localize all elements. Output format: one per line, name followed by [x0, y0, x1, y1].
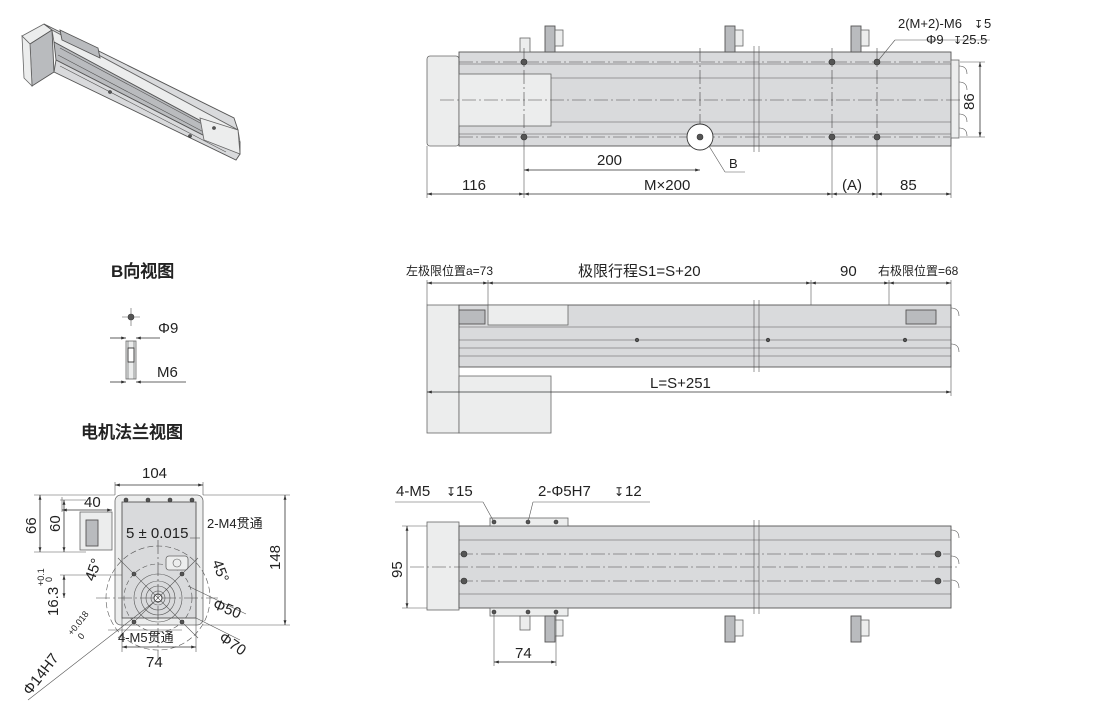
dim-m-200: M×200	[644, 177, 690, 194]
note-m5-flange: 4-M5贯通	[118, 630, 174, 645]
sensor-bracket	[519, 25, 870, 53]
tol-16-3-up: +0.1	[36, 568, 46, 586]
dim-40: 40	[84, 494, 101, 511]
dim-phi70: Φ70	[216, 629, 249, 659]
note-m5: 4-M5	[396, 483, 430, 500]
bottom-view: 4-M5 ↧ 15 2-Φ5H7 ↧ 12 95 74	[389, 483, 960, 666]
hole-depth2: 25.5	[962, 32, 987, 47]
b-view-title: B向视图	[111, 261, 174, 281]
dim-5: 5 ± 0.015	[126, 525, 188, 542]
note-pin-depth: 12	[625, 483, 642, 500]
dim-104: 104	[142, 465, 167, 482]
depth-symbol: ↧	[446, 485, 456, 499]
dim-200: 200	[597, 152, 622, 169]
label-b: B	[729, 156, 738, 171]
tol-16-3-low: 0	[44, 577, 54, 582]
right-limit: 右极限位置=68	[878, 263, 959, 278]
stroke-label: 极限行程S1=S+20	[578, 263, 701, 280]
depth-symbol: ↧	[614, 485, 624, 499]
dim-86: 86	[961, 93, 978, 110]
hole-note-line1: 2(M+2)-M6	[898, 16, 962, 31]
flange-view-title: 电机法兰视图	[81, 422, 183, 442]
note-pin: 2-Φ5H7	[538, 483, 591, 500]
length-label: L=S+251	[650, 375, 711, 392]
dim-66: 66	[23, 517, 40, 534]
top-view: 2(M+2)-M6 5 ↧ Φ9 ↧ 25.5 86 200 B 116 M×2…	[426, 16, 991, 198]
note-m4: 2-M4贯通	[207, 516, 263, 531]
angle-left: 45°	[82, 556, 106, 583]
tol-phi14-low: 0	[76, 631, 87, 641]
dim-90: 90	[840, 263, 857, 280]
left-limit: 左极限位置a=73	[406, 263, 493, 278]
dim-a: (A)	[842, 177, 862, 194]
dim-95: 95	[389, 561, 406, 578]
dim-phi50: Φ50	[211, 596, 244, 622]
depth-symbol: ↧	[974, 19, 983, 31]
dim-85: 85	[900, 177, 917, 194]
flange-view: 104 40 66 60 148 5 ± 0.015 2-M4贯通 45° 45…	[20, 465, 290, 701]
dim-74-bottom: 74	[515, 645, 532, 662]
dim-74-flange: 74	[146, 654, 163, 671]
dim-phi14: Φ14H7	[20, 650, 63, 698]
dim-116: 116	[462, 177, 486, 194]
dim-phi9: Φ9	[158, 320, 178, 337]
hole-note-line2: Φ9	[926, 32, 944, 47]
dim-m6: M6	[157, 364, 178, 381]
dim-60: 60	[47, 515, 64, 532]
note-m5-depth: 15	[456, 483, 473, 500]
side-view: 左极限位置a=73 极限行程S1=S+20 90 右极限位置=68 L=S+25…	[406, 263, 960, 434]
depth-symbol: ↧	[953, 35, 962, 47]
dim-148: 148	[267, 545, 284, 570]
angle-right: 45°	[208, 558, 232, 585]
isometric-view	[21, 23, 241, 161]
b-view: Φ9 M6	[110, 308, 186, 384]
dim-16-3: 16.3	[45, 587, 62, 616]
hole-depth1: 5	[984, 16, 991, 31]
